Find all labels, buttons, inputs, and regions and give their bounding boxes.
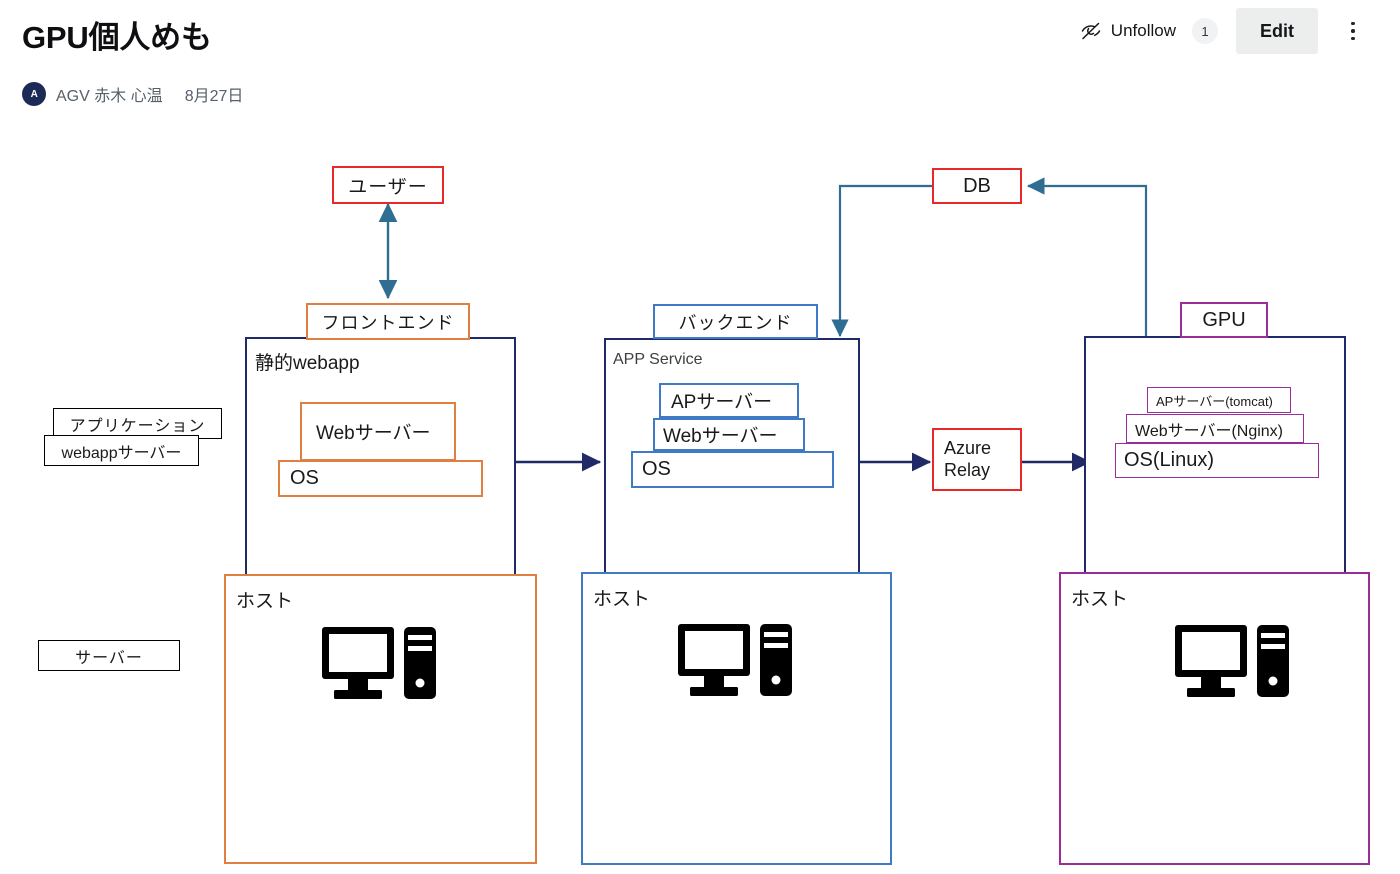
layer-label-webapp-server-text: webappサーバー bbox=[61, 444, 182, 462]
page-title: GPU個人めも bbox=[22, 20, 212, 55]
layer-label-application-text: アプリケーション bbox=[69, 417, 206, 435]
post-date: 8月27日 bbox=[184, 88, 244, 105]
layer-label-webapp-server: webappサーバー bbox=[44, 435, 199, 466]
node-os-left-text: OS bbox=[290, 467, 319, 489]
kebab-dot bbox=[1351, 36, 1355, 41]
edit-button[interactable]: Edit bbox=[1236, 8, 1318, 54]
follow-count-badge: 1 bbox=[1192, 18, 1218, 44]
node-azure-relay: Azure Relay bbox=[932, 428, 1022, 491]
page-header: GPU個人めも A AGV 赤木 心温 8月27日 Unfollow 1 Ed bbox=[0, 0, 1400, 130]
host-box-left: ホスト bbox=[224, 574, 537, 864]
node-app-service-label: APP Service bbox=[613, 351, 703, 368]
node-user-text: ユーザー bbox=[348, 176, 428, 198]
layer-label-server: サーバー bbox=[38, 640, 180, 671]
node-web-server-right: Webサーバー(Nginx) bbox=[1126, 414, 1304, 443]
node-frontend: フロントエンド bbox=[306, 303, 470, 340]
node-web-server-left: Webサーバー bbox=[300, 402, 456, 461]
host-box-right: ホスト bbox=[1059, 572, 1370, 865]
node-azure-relay-line1: Azure bbox=[944, 438, 992, 459]
avatar: A bbox=[22, 82, 46, 106]
desktop-pc-icon bbox=[322, 625, 440, 708]
node-db: DB bbox=[932, 168, 1022, 204]
node-os-right: OS(Linux) bbox=[1115, 443, 1319, 478]
host-box-mid-label: ホスト bbox=[593, 589, 651, 610]
node-db-text: DB bbox=[963, 174, 991, 197]
node-os-mid: OS bbox=[631, 451, 834, 488]
host-box-left-label: ホスト bbox=[236, 591, 294, 612]
node-os-mid-text: OS bbox=[642, 458, 671, 480]
node-backend-text: バックエンド bbox=[678, 312, 793, 333]
architecture-diagram: アプリケーション webappサーバー サーバー ユーザー DB 静的webap… bbox=[0, 130, 1400, 874]
host-box-right-label: ホスト bbox=[1071, 589, 1129, 610]
node-ap-server-right: APサーバー(tomcat) bbox=[1147, 387, 1291, 413]
node-user: ユーザー bbox=[332, 166, 444, 204]
node-web-server-right-text: Webサーバー(Nginx) bbox=[1135, 422, 1284, 440]
header-actions: Unfollow 1 Edit bbox=[1072, 8, 1366, 54]
node-ap-server-mid-text: APサーバー bbox=[671, 392, 773, 413]
desktop-pc-icon bbox=[678, 622, 796, 705]
kebab-menu-icon[interactable] bbox=[1340, 13, 1366, 49]
node-ap-server-right-text: APサーバー(tomcat) bbox=[1156, 393, 1273, 409]
unfollow-button[interactable]: Unfollow bbox=[1072, 15, 1184, 47]
node-os-left: OS bbox=[278, 460, 483, 497]
host-box-mid: ホスト bbox=[581, 572, 892, 865]
author-name: AGV 赤木 心温 bbox=[56, 88, 163, 105]
node-backend: バックエンド bbox=[653, 304, 818, 339]
node-static-webapp-label: 静的webapp bbox=[255, 353, 360, 374]
node-web-server-mid-text: Webサーバー bbox=[663, 426, 778, 447]
kebab-dot bbox=[1351, 29, 1355, 33]
node-frontend-text: フロントエンド bbox=[321, 312, 455, 333]
unfollow-label: Unfollow bbox=[1110, 21, 1176, 40]
node-gpu-text: GPU bbox=[1202, 308, 1246, 331]
node-web-server-left-text: Webサーバー bbox=[316, 423, 431, 444]
layer-label-server-text: サーバー bbox=[75, 649, 143, 667]
node-os-right-text: OS(Linux) bbox=[1124, 449, 1215, 471]
node-web-server-mid: Webサーバー bbox=[653, 418, 805, 451]
byline: A AGV 赤木 心温 8月27日 bbox=[22, 82, 243, 106]
desktop-pc-icon bbox=[1175, 623, 1293, 706]
eye-off-icon bbox=[1080, 22, 1102, 40]
node-ap-server-mid: APサーバー bbox=[659, 383, 799, 418]
node-gpu: GPU bbox=[1180, 302, 1268, 338]
node-azure-relay-line2: Relay bbox=[944, 459, 991, 480]
kebab-dot bbox=[1351, 21, 1355, 26]
